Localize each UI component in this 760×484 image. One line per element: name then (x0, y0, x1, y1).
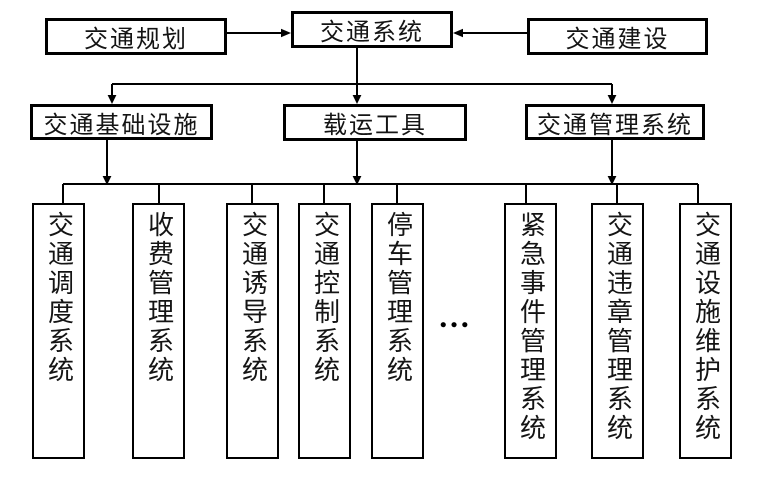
connector-mid-row-to-subsystems (62, 140, 699, 204)
subsystem-box-maintenance: 交通设施维护系统 (679, 203, 732, 459)
ellipsis-more-subsystems: … (438, 298, 472, 334)
subsystem-box-dispatch: 交通调度系统 (32, 203, 85, 459)
subsystem-box-guidance: 交通诱导系统 (226, 203, 279, 459)
subsystem-box-parking: 停车管理系统 (371, 203, 424, 459)
subsystem-box-emergency: 紧急事件管理系统 (504, 203, 557, 459)
subsystem-label: 交通诱导系统 (238, 211, 268, 385)
subsystem-label: 交通违章管理系统 (603, 211, 633, 443)
node-traffic-construction: 交通建设 (527, 18, 708, 55)
node-traffic-planning: 交通规划 (45, 18, 227, 55)
connector-system-to-mid-row (107, 48, 617, 104)
subsystem-label: 交通控制系统 (310, 211, 340, 385)
subsystem-label: 交通调度系统 (44, 211, 74, 385)
subsystem-label: 停车管理系统 (383, 211, 413, 385)
subsystem-box-violation: 交通违章管理系统 (591, 203, 644, 459)
arrow-construction-to-system (453, 28, 527, 38)
subsystem-label: 紧急事件管理系统 (516, 211, 546, 443)
arrow-planning-to-system (227, 28, 291, 38)
node-traffic-system: 交通系统 (291, 11, 453, 48)
node-traffic-management-system: 交通管理系统 (525, 104, 705, 140)
subsystem-label: 收费管理系统 (144, 211, 174, 385)
subsystem-box-toll: 收费管理系统 (132, 203, 185, 459)
subsystem-box-control: 交通控制系统 (298, 203, 351, 459)
node-carrying-vehicles: 载运工具 (283, 104, 467, 141)
subsystem-label: 交通设施维护系统 (691, 211, 721, 443)
node-traffic-infrastructure: 交通基础设施 (30, 104, 213, 140)
